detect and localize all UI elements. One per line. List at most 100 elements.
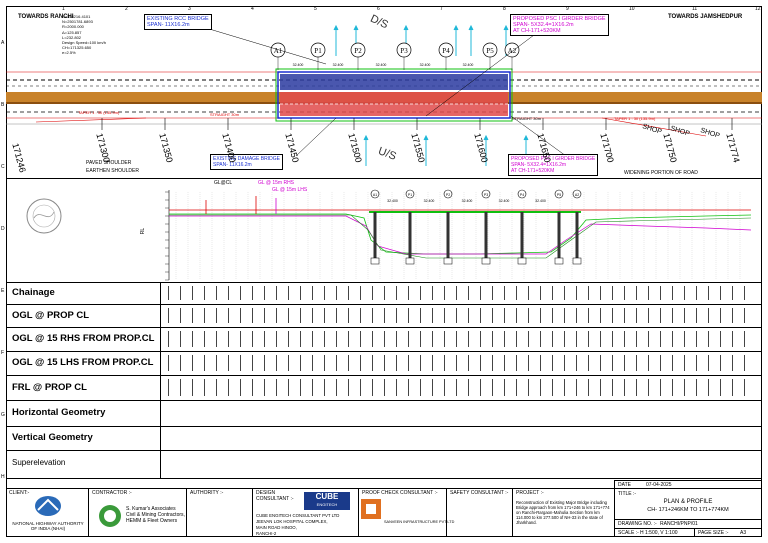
ogl-prop-cl-row-border bbox=[6, 304, 762, 305]
curve-data-line: R=2000.000 bbox=[62, 24, 84, 30]
grid-number: 9 bbox=[566, 6, 569, 12]
pier-marker-p5: P5 bbox=[482, 42, 498, 70]
grid-number: 12 bbox=[755, 6, 761, 12]
curve-data-line: N=2501781.6893 bbox=[62, 19, 93, 25]
taper-right: TAPER 1 : 30 (135.9m) bbox=[614, 116, 656, 121]
table-bottom-border bbox=[6, 478, 762, 479]
grid-number: 8 bbox=[503, 6, 506, 12]
project-desc: Reconstruction of Existing Major Bridge … bbox=[516, 500, 610, 525]
frl-prop-cl-row-border bbox=[6, 375, 762, 376]
grid-number: 3 bbox=[188, 6, 191, 12]
safety-label: SAFETY CONSULTANT :- bbox=[450, 490, 509, 496]
profile-span-label: 32.400 bbox=[499, 199, 510, 203]
vertical-geometry-row-border bbox=[6, 426, 762, 427]
nhai-logo bbox=[35, 496, 61, 516]
cube-logo-text: CUBE bbox=[315, 492, 339, 501]
curve-data-line: Δ=125.857 bbox=[62, 29, 82, 35]
proposed-bridge-title: PROPOSED PSC I GIRDER BRIDGE bbox=[513, 16, 606, 22]
grid-number: 11 bbox=[692, 6, 698, 12]
svg-text:P4: P4 bbox=[442, 47, 450, 55]
grid-letter: H bbox=[1, 474, 5, 480]
damage-bridge-span: SPAN- 11X16.2m bbox=[213, 162, 252, 168]
svg-text:P3: P3 bbox=[400, 47, 408, 55]
flow-arrow-head bbox=[403, 24, 409, 31]
title-block-top-border bbox=[6, 488, 762, 489]
grid-number: 7 bbox=[440, 6, 443, 12]
pier-marker-p1: P1 bbox=[310, 42, 326, 70]
svg-text:P2: P2 bbox=[446, 193, 450, 197]
superelevation-row-label: Superelevation bbox=[12, 458, 66, 467]
date-label: DATE bbox=[618, 482, 631, 488]
damage-bridge-callout: EXISTING DAMAGE BRIDGE SPAN- 11X16.2m bbox=[210, 154, 283, 170]
legend-gl-rhs: GL @ 15m RHS bbox=[258, 180, 295, 186]
scale-value: H 1:500, V 1:100 bbox=[640, 530, 678, 536]
frl-prop-cl-row-label: FRL @ PROP CL bbox=[12, 381, 87, 393]
curve-data-line: L=232.802 bbox=[62, 34, 82, 40]
svg-text:A1: A1 bbox=[373, 193, 377, 197]
widening-label: WIDENING PORTION OF ROAD bbox=[624, 170, 698, 176]
svg-text:P1: P1 bbox=[408, 193, 412, 197]
title-sub: CH- 171+246KM TO 171+774KM bbox=[647, 507, 729, 513]
svg-text:P5: P5 bbox=[486, 47, 494, 55]
design-line4: RANCHI-2 bbox=[256, 531, 277, 536]
proposed-bridge-span: SPAN- 5X32.4=1X16.2m bbox=[513, 22, 574, 28]
flow-arrow-head bbox=[353, 24, 359, 31]
svg-text:A2: A2 bbox=[575, 193, 579, 197]
svg-text:P1: P1 bbox=[314, 47, 322, 55]
proof-name: SANVEEN INFRASTRUCTURE PVT LTD bbox=[384, 520, 455, 524]
profile-pier-p4: P4 bbox=[517, 189, 527, 265]
design-consultant-label: DESIGN CONSULTANT :- bbox=[256, 490, 294, 502]
grid-letter: G bbox=[1, 412, 5, 418]
scale-label: SCALE :- bbox=[618, 530, 639, 536]
proposed-bridge-at: AT CH-171+520KM bbox=[513, 28, 561, 34]
grid-letter: F bbox=[1, 350, 5, 356]
towards-ranchi-label: TOWARDS RANCHI bbox=[18, 14, 74, 20]
pier-marker-p4: P4 bbox=[438, 42, 454, 70]
curve-data-line: Design Speed=100 km/h bbox=[62, 40, 106, 46]
plan-span-label: 32.400 bbox=[420, 63, 431, 67]
pier-marker-a2: A2 bbox=[504, 42, 520, 70]
curve-data-line: CH=171325.650 bbox=[62, 45, 92, 51]
plan-span-label: 32.400 bbox=[333, 63, 344, 67]
profile-pier-a2: A2 bbox=[572, 189, 582, 265]
existing-bridge-outline bbox=[277, 71, 511, 119]
datum-label: RL bbox=[140, 227, 147, 235]
grid-letter: D bbox=[1, 226, 5, 232]
proposed-bridge-2-at: AT CH-171+520KM bbox=[511, 168, 555, 174]
table-label-divider bbox=[160, 282, 161, 478]
earthen-shoulder-label: EARTHEN SHOULDER bbox=[86, 168, 139, 174]
cube-logo: CUBE ENGITECH bbox=[304, 492, 350, 510]
flow-arrow-head bbox=[483, 134, 489, 141]
cube-logo-sub: ENGITECH bbox=[316, 502, 338, 507]
profile-pier-p5: P5 bbox=[554, 189, 564, 265]
proposed-bridge-deck bbox=[280, 92, 508, 116]
profile-span-label: 32.400 bbox=[424, 199, 435, 203]
flow-arrow-head bbox=[363, 134, 369, 141]
title-main: PLAN & PROFILE bbox=[663, 499, 713, 505]
flow-arrow-head bbox=[503, 24, 509, 31]
design-line3: MAIN ROAD HINOO, bbox=[256, 525, 297, 530]
grid-number: 6 bbox=[377, 6, 380, 12]
contractor-line3: HEMM & Fleet Owners bbox=[126, 518, 178, 524]
drawing-no-label: DRAWING NO. :- bbox=[618, 521, 657, 527]
contractor-name: S. Kumar's Associates bbox=[126, 506, 176, 512]
consultant-stamp bbox=[26, 198, 62, 234]
svg-text:P3: P3 bbox=[484, 193, 488, 197]
damage-bridge-label: EXISTING DAMAGE BRIDGE bbox=[213, 156, 280, 162]
grid-letter: C bbox=[1, 164, 5, 170]
grid-number: 2 bbox=[125, 6, 128, 12]
proof-logo bbox=[361, 499, 381, 519]
grid-letter: E bbox=[1, 288, 5, 294]
ogl-15-rhs-row-label: OGL @ 15 RHS FROM PROP.CL bbox=[12, 333, 155, 344]
design-name: CUBE ENGITECH CONSULTANT PVT LTD bbox=[256, 513, 340, 518]
grid-number: 4 bbox=[251, 6, 254, 12]
page-size: A3 bbox=[740, 530, 747, 536]
project-label: PROJECT :- bbox=[516, 490, 544, 496]
flow-arrow-head bbox=[453, 24, 459, 31]
svg-text:P2: P2 bbox=[354, 47, 362, 55]
grid-number: 5 bbox=[314, 6, 317, 12]
horizontal-geometry-row-border bbox=[6, 400, 762, 401]
proposed-bridge-callout: PROPOSED PSC I GIRDER BRIDGE SPAN- 5X32.… bbox=[510, 14, 609, 36]
